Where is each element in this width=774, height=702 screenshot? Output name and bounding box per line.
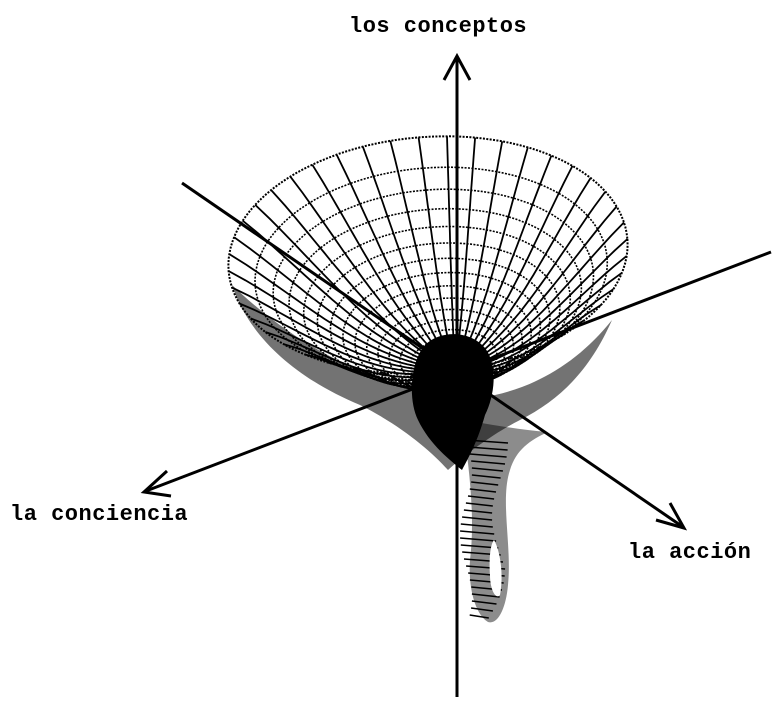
axis-label-accion: la acción [628, 540, 751, 565]
surface-meridian [447, 136, 455, 366]
axis-label-conceptos: los conceptos [349, 14, 527, 39]
axis-label-conciencia: la conciencia [10, 502, 188, 527]
axes-group [144, 56, 771, 697]
funnel-surface [228, 136, 627, 622]
